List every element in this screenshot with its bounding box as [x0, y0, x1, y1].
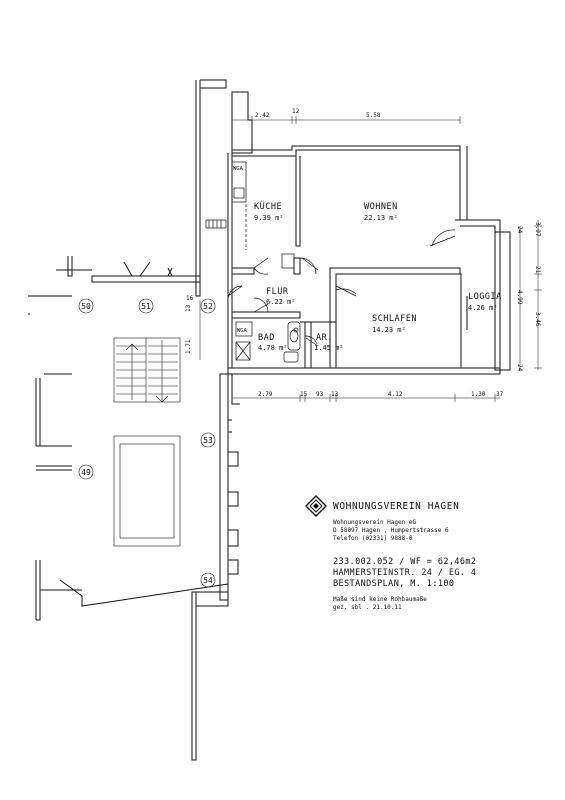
staircase-walls [28, 79, 240, 761]
dim-left-b: 1.71 [185, 339, 192, 354]
room-flur-area: 6.22 m² [266, 298, 296, 306]
room-bad-area: 4.78 m² [258, 344, 288, 352]
stair-number: 49 [81, 468, 91, 477]
stair-number-texts: 50 51 52 53 49 54 [81, 302, 213, 585]
room-loggia-name: LOGGIA [468, 292, 502, 302]
dim-top-c: 5.58 [366, 112, 381, 119]
dim-bottom-f: 1.30 [471, 391, 486, 398]
dim-top-a: 2.42 [255, 112, 270, 119]
dim-right-e: 24 [516, 364, 523, 372]
room-wohnen-area: 22.13 m² [364, 214, 398, 222]
brand-name: WOHNUNGSVEREIN HAGEN [333, 500, 460, 512]
apartment-walls [227, 91, 511, 375]
stair-number: 52 [203, 302, 213, 311]
room-labels: KÜCHE 9.39 m² WOHNEN 22.13 m² FLUR 6.22 … [233, 166, 502, 352]
plan-line-2: HAMMERSTEINSTR. 24 / EG. 4 [333, 568, 477, 578]
dim-bottom-d: 13 [331, 391, 339, 398]
org-line-3: Telefon (02331) 9888-0 [333, 535, 413, 542]
room-flur-name: FLUR [266, 287, 289, 297]
room-schlafen-area: 14.23 m² [372, 326, 406, 334]
dim-right-b: 24 [516, 226, 523, 234]
stair-number: 51 [141, 302, 151, 311]
room-wohnen-name: WOHNEN [364, 202, 398, 212]
stair-number: 53 [203, 436, 213, 445]
dim-left-a: 13 [185, 304, 192, 312]
org-line-1: Wohnungsverein Hagen eG [333, 519, 417, 526]
room-schlafen-name: SCHLAFEN [372, 314, 417, 324]
dim-right-d: 3.46 [534, 312, 541, 327]
dimension-lines [199, 116, 542, 402]
plan-line-1: 233.002.052 / WF = 62,46m2 [333, 557, 477, 567]
org-line-2: D 58097 Hagen , Humpertstrasse 6 [333, 527, 449, 534]
wga-bath-label: WGA [237, 328, 248, 334]
room-bad-name: BAD [258, 333, 275, 343]
diamond-logo-icon [305, 495, 327, 517]
dim-left-c: 16 [186, 295, 194, 302]
room-kueche-name: KÜCHE [254, 201, 282, 212]
dim-right-f: 21 [534, 266, 541, 274]
room-kueche-area: 9.39 m² [254, 214, 284, 222]
dim-bottom-e: 4.12 [388, 391, 403, 398]
stairs [113, 337, 181, 547]
room-loggia-area: 4.26 m² [468, 304, 498, 312]
dimension-texts: 2.42 12 5.58 2.79 15 93 13 4.12 1.30 37 … [185, 108, 541, 398]
wga-kitchen-label: WGA [233, 166, 244, 172]
room-ar-name: AR. [316, 333, 333, 343]
plan-line-3: BESTANDSPLAN, M. 1:100 [333, 579, 455, 589]
dim-bottom-a: 2.79 [258, 391, 273, 398]
dim-bottom-c: 93 [316, 391, 324, 398]
stair-number: 50 [81, 302, 91, 311]
dim-bottom-b: 15 [300, 391, 308, 398]
door-swings [227, 229, 456, 347]
brand-row: WOHNUNGSVEREIN HAGEN [305, 495, 555, 517]
room-ar-area: 1.45 m² [314, 344, 344, 352]
stair-number-markers [78, 298, 216, 588]
dim-right-a: 3.97 [534, 222, 541, 237]
kitchen-fixtures [205, 161, 295, 269]
title-block: WOHNUNGSVEREIN HAGEN Wohnungsverein Hage… [305, 495, 555, 611]
bath-fixtures [235, 321, 301, 363]
dim-top-b: 12 [292, 108, 300, 115]
note-line-1: Maße sind keine Rohbaumaße [333, 596, 427, 603]
dim-right-c: 4.99 [516, 290, 523, 305]
dim-bottom-g: 37 [496, 391, 504, 398]
stair-number: 54 [203, 576, 213, 585]
note-line-2: gez. sbl . 21.10.11 [333, 603, 402, 611]
